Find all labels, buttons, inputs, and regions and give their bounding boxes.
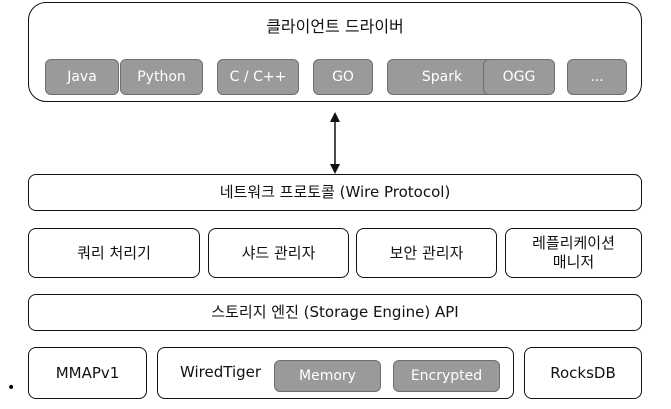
wt-memory-box: Memory	[274, 360, 381, 392]
driver-go: GO	[313, 59, 373, 95]
client-driver-title: 클라이언트 드라이버	[266, 17, 404, 36]
mmapv1-label: MMAPv1	[55, 363, 120, 382]
shard-manager-box: 샤드 관리자	[208, 228, 349, 278]
driver-java: Java	[45, 59, 119, 95]
security-manager-box: 보안 관리자	[356, 228, 497, 278]
mmapv1-box: MMAPv1	[28, 347, 147, 399]
storage-engine-api-label: 스토리지 엔진 (Storage Engine) API	[211, 303, 459, 322]
driver-ogg: OGG	[483, 59, 555, 95]
wire-protocol-box: 네트워크 프로토콜 (Wire Protocol)	[28, 174, 642, 211]
wiredtiger-label: WiredTiger	[180, 363, 262, 381]
rocksdb-label: RocksDB	[550, 363, 616, 382]
shard-manager-label: 샤드 관리자	[241, 243, 316, 262]
wiredtiger-box: WiredTiger Memory Encrypted	[157, 347, 514, 399]
wire-protocol-label: 네트워크 프로토콜 (Wire Protocol)	[219, 183, 451, 202]
driver-more: ...	[567, 59, 627, 95]
driver-spark: Spark	[387, 59, 497, 95]
rocksdb-box: RocksDB	[524, 347, 642, 399]
wt-encrypted-box: Encrypted	[393, 360, 500, 392]
storage-engine-api-box: 스토리지 엔진 (Storage Engine) API	[28, 294, 642, 331]
replication-manager-label: 레플리케이션 매니저	[532, 234, 615, 271]
query-processor-label: 쿼리 처리기	[77, 243, 151, 262]
query-processor-box: 쿼리 처리기	[28, 228, 200, 278]
bullet-mark: •	[7, 380, 16, 396]
driver-python: Python	[120, 59, 203, 95]
replication-manager-box: 레플리케이션 매니저	[505, 228, 642, 278]
bidirectional-arrow	[330, 112, 340, 174]
driver-c-cpp: C / C++	[217, 59, 299, 95]
security-manager-label: 보안 관리자	[389, 243, 464, 262]
client-driver-box: 클라이언트 드라이버 Java Python C / C++ GO Spark …	[28, 2, 642, 102]
